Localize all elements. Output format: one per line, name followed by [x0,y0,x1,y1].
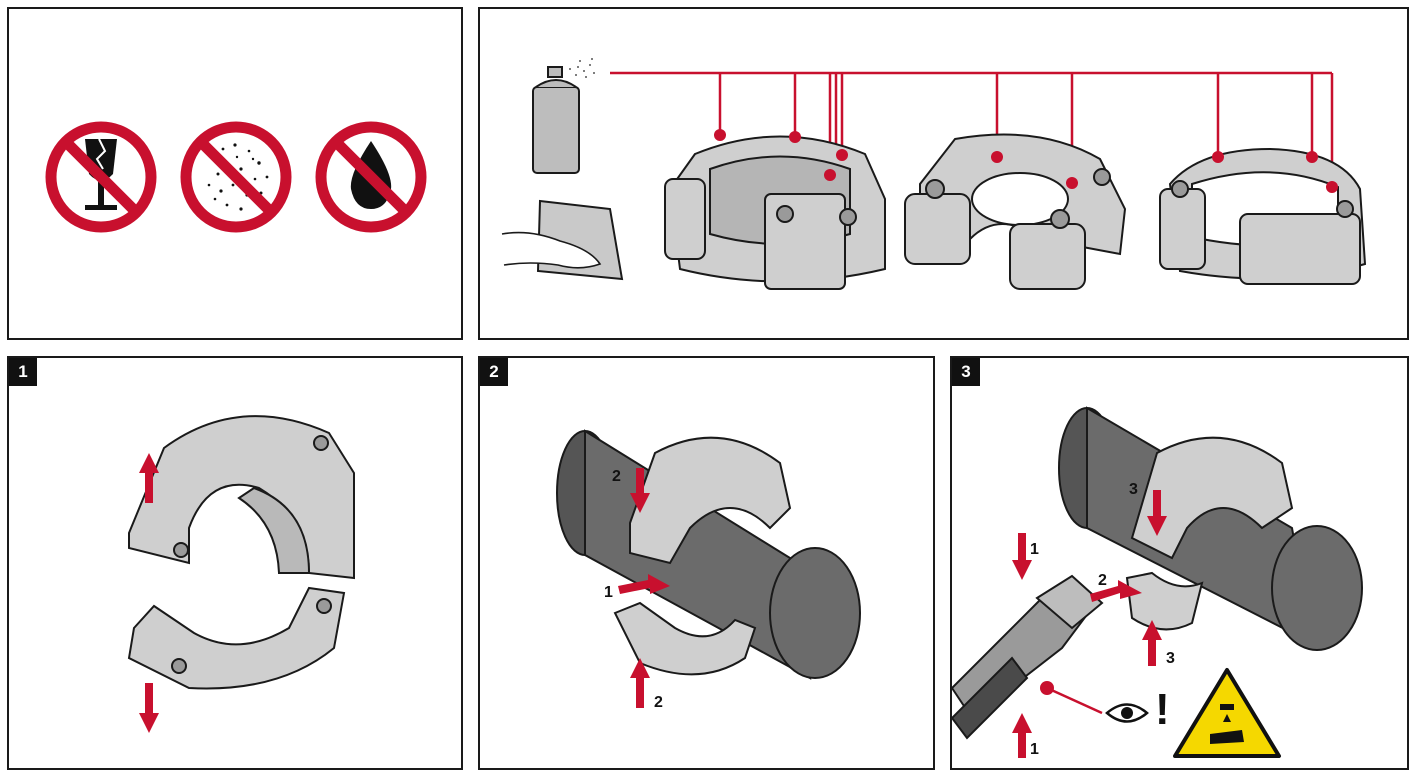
lubrication-panel [478,7,1409,340]
arrow-up [139,453,159,503]
step-3-label-upper: 3 [1129,481,1138,498]
step-1-panel: 1 [7,356,463,770]
jaw-lower-half [127,586,346,690]
press-tool [952,574,1104,740]
jaw-upper-half [128,415,355,580]
lubrication-diagram [501,58,1367,290]
inspection-line [1046,686,1103,715]
step-1-badge: 1 [9,358,37,386]
step-2-diagram [556,429,861,708]
pipe [1058,406,1363,651]
press-jaw-closed [664,135,886,290]
no-fragile-icon [45,121,157,233]
step-2-panel: 2 2 1 2 [478,356,935,770]
press-jaw-open [904,133,1127,290]
step-3-arrows [1012,490,1167,758]
step-3-diagram [952,406,1363,758]
spray-can-icon [532,58,595,174]
press-jaw [613,436,792,676]
wipe-cloth-icon [501,199,624,281]
warning-exclamation: ! [1155,685,1170,734]
step-1-diagram [127,415,355,733]
hand-crush-warning-icon [1173,668,1281,758]
step-3-label-tool-top: 1 [1030,541,1039,558]
step-2-label-bottom: 2 [654,694,663,711]
no-liquid-icon [315,121,427,233]
press-jaw [1125,436,1294,631]
step-2-label-top: 2 [612,468,621,485]
step-3-badge: 3 [952,358,980,386]
step-3-label-tool-bottom: 1 [1030,741,1039,758]
step-2-badge: 2 [480,358,508,386]
arrow-down [139,683,159,733]
step-3-label-lower: 3 [1166,650,1175,667]
step-2-label-mid: 1 [604,584,613,601]
eye-icon [1105,703,1149,723]
no-dust-icon [180,121,292,233]
lubrication-points [714,129,1338,193]
prohibition-panel [7,7,463,340]
step-3-label-mid: 2 [1098,572,1107,589]
step-2-arrows [618,468,670,708]
prohibition-signs [45,121,427,233]
inspection-point [1040,681,1054,695]
step-3-panel: 3 [950,356,1409,770]
press-jaw-half [1159,147,1367,285]
